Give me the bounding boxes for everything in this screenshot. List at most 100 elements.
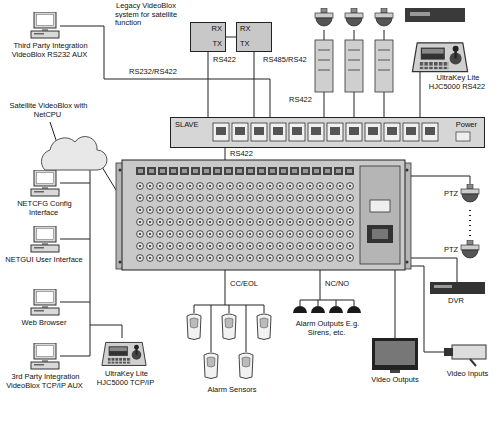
keyboard-icon <box>412 43 467 72</box>
device-label: PTZ <box>443 189 459 198</box>
camera-icon <box>452 345 486 359</box>
wire <box>411 258 457 282</box>
wire <box>300 270 354 306</box>
receiver-unit <box>375 40 393 92</box>
device-label: DVR <box>447 296 465 305</box>
wire <box>395 270 396 338</box>
monitor-icon <box>372 338 418 373</box>
device-label: Legacy VideoBlox system for satellite fu… <box>115 1 177 27</box>
camera-icon <box>444 345 486 366</box>
ptz-camera <box>315 8 333 26</box>
device-label: RS422 <box>212 55 237 64</box>
unit-label: SLAVE <box>175 121 199 130</box>
siren-dome <box>347 306 361 313</box>
wire <box>411 176 470 184</box>
unit-label: TX <box>212 40 222 49</box>
legacy-unit: RXTX <box>190 22 226 52</box>
label-slot: RS485/RS42 <box>262 56 312 65</box>
slave-unit: SLAVEPower <box>170 117 485 148</box>
network-cloud <box>41 136 107 170</box>
label-slot: CC/EOL <box>229 280 269 289</box>
label-slot: UltraKey Lite HJC5000 TCP/IP <box>95 370 157 387</box>
receiver-unit <box>345 40 363 92</box>
pir-sensor <box>239 353 253 379</box>
wire <box>469 210 471 238</box>
label-slot: UltraKey Lite HJC5000 RS422 <box>425 74 490 91</box>
device-label: PTZ <box>443 245 459 254</box>
label-slot: Third Party Integration VideoBlox RS232 … <box>2 42 98 59</box>
device-label: RS422 <box>288 95 313 104</box>
network-cloud <box>41 136 107 170</box>
wire <box>208 52 209 117</box>
dvr-unit <box>434 285 452 288</box>
monitor-icon <box>390 370 400 373</box>
keyboard-icon <box>102 342 146 365</box>
slave-body <box>170 117 485 148</box>
label-slot: Legacy VideoBlox system for satellite fu… <box>115 2 187 28</box>
ptz-camera <box>461 240 479 258</box>
matrix-rack <box>406 169 409 172</box>
camera-icon <box>444 348 453 356</box>
pir-sensor <box>257 314 271 340</box>
computer-icon <box>31 289 59 315</box>
ptz-camera <box>345 8 363 26</box>
device-label: NC/NO <box>324 279 350 288</box>
pir-sensor <box>187 314 271 379</box>
matrix-rack <box>135 180 355 264</box>
dvr-unit <box>430 282 485 294</box>
keyboard-icon <box>102 43 468 366</box>
label-slot: NETCFG Config Interface <box>2 200 86 217</box>
ptz-camera <box>461 184 479 202</box>
slave-body <box>170 117 485 148</box>
siren-dome <box>293 306 307 313</box>
label-slot: RS422 <box>229 150 259 159</box>
device-label: UltraKey Lite HJC5000 RS422 <box>429 73 486 91</box>
label-slot: NETGUI User Interface <box>2 256 86 265</box>
wire <box>225 148 226 160</box>
device-label: Third Party Integration VideoBlox RS232 … <box>12 41 89 59</box>
device-label: Video Inputs <box>446 369 490 378</box>
device-label: Video Outputs <box>370 375 419 384</box>
label-slot: 3rd Party Integration VideoBlox TCP/IP A… <box>2 373 88 390</box>
matrix-rack <box>360 166 400 264</box>
wire <box>254 52 255 117</box>
label-slot: RS422 <box>288 96 318 105</box>
pir-sensor <box>187 314 201 340</box>
wire <box>420 72 421 117</box>
device-label: CC/EOL <box>229 279 259 288</box>
matrix-rack <box>116 160 411 270</box>
label-slot: Web Browser <box>2 319 86 328</box>
dvr-unit <box>405 8 485 294</box>
device-label: Satellite VideoBlox with NetCPU <box>9 101 88 119</box>
label-slot: Video Outputs <box>366 376 424 385</box>
wire <box>50 26 470 356</box>
label-slot: PTZ <box>443 190 463 199</box>
device-label: RS485/RS42 <box>262 55 308 64</box>
device-label: Web Browser <box>21 318 68 327</box>
pir-sensor <box>222 314 236 340</box>
camera-icon <box>470 359 476 366</box>
monitor-icon <box>375 341 415 365</box>
matrix-rack <box>367 225 393 243</box>
legacy-unit: RXTX <box>236 22 272 52</box>
siren-dome <box>293 306 361 313</box>
label-slot: RS422 <box>212 56 242 65</box>
computer-icon <box>31 12 59 369</box>
unit-label: RX <box>240 25 250 34</box>
matrix-rack <box>370 200 390 212</box>
matrix-rack <box>119 261 122 264</box>
device-label: RS232/RS422 <box>128 67 178 76</box>
label-slot: PTZ <box>443 246 463 255</box>
label-slot: Alarm Sensors <box>192 386 272 395</box>
computer-icon <box>31 12 59 38</box>
device-label: UltraKey Lite HJC5000 TCP/IP <box>97 369 155 387</box>
ptz-camera <box>375 8 393 26</box>
monitor-icon <box>372 338 418 370</box>
siren-dome <box>311 306 325 313</box>
label-slot: Satellite VideoBlox with NetCPU <box>2 102 94 119</box>
device-label: Alarm Outputs E.g. Sirens, etc. <box>295 319 359 337</box>
slave-body <box>456 132 470 141</box>
computer-icon <box>31 343 59 369</box>
